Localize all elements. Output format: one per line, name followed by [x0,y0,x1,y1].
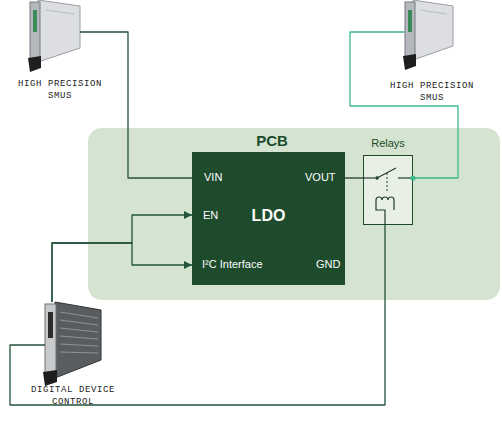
module-panel [45,304,56,378]
arrow-head [184,211,192,219]
wire-path [52,243,192,302]
pin-label: I²C Interface [202,258,263,271]
instrument-module: HIGH PRECISION SMUS [30,2,80,70]
wire-path [10,225,385,405]
relay-lead [363,177,375,178]
wire-connector [52,211,192,302]
wire-path [80,32,192,178]
pcb-board: PCBLDORelays [88,128,500,300]
smu-module [28,0,80,72]
pin-label: VIN [204,171,222,184]
module-panel [30,2,40,64]
relay-switch [377,168,396,178]
module-connector [33,10,37,32]
wire-connector [10,225,385,405]
relay-actuator [387,173,388,193]
module-seam [420,10,447,14]
relay-coil-lead [376,200,385,225]
module-body [55,302,101,378]
arrow-head [184,261,192,269]
instrument-label: HIGH PRECISION SMUS [388,80,476,104]
relay-coil [376,197,394,200]
digital-module [43,302,101,386]
pin-label: VOUT [305,171,336,184]
relay-pivot [375,176,379,180]
module-seam [46,10,74,14]
wire-connector [350,32,458,178]
heatsink-fin [60,336,98,339]
wire-connector [345,178,363,179]
module-connector [408,10,412,32]
instrument-module: HIGH PRECISION SMUS [405,2,453,68]
wire-path [350,32,458,178]
heatsink-fin [60,312,98,318]
relay-coil-lead [393,200,394,210]
heatsink-fin [60,320,98,325]
heatsink-fin [60,344,98,346]
relay-symbol [363,168,413,225]
module-connector [48,312,53,338]
module-handle [28,56,41,72]
instrument-module: DIGITAL DEVICE CONTROL [45,302,101,378]
heatsink-fin [60,352,98,353]
module-body [38,0,80,62]
module-handle [43,370,57,386]
relay-box: Relays [363,155,413,225]
pin-label: GND [316,258,340,271]
module-body [413,0,453,60]
instrument-label: DIGITAL DEVICE CONTROL [15,384,131,408]
pin-label: EN [203,209,218,222]
wire-path [52,215,192,302]
instrument-label: HIGH PRECISION SMUS [13,78,107,102]
wire-path [345,177,363,178]
relay-contact [398,177,413,178]
smu-module [403,0,453,70]
module-panel [405,2,415,62]
relay-title: Relays [348,137,428,150]
heatsink-fin [60,328,98,332]
wire-connector [80,32,192,178]
junction-dot [410,175,415,180]
module-handle [403,54,416,70]
connector-group [10,32,458,405]
